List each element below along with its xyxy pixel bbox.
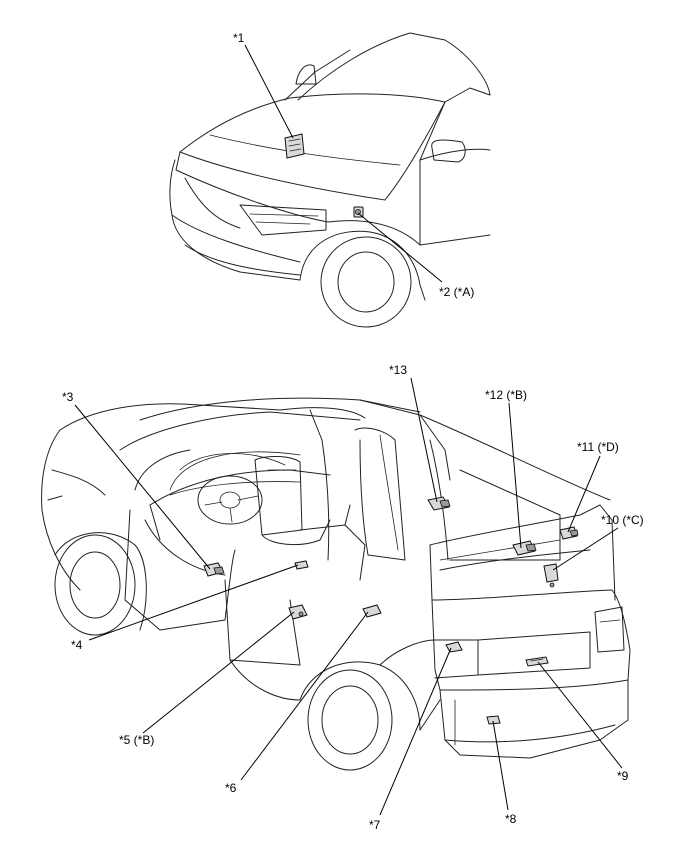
sensor-part-5 (288, 604, 308, 620)
leader-line-8 (492, 720, 509, 811)
sensor-part-4 (294, 560, 309, 570)
callout-11: *11 (*D) (577, 440, 619, 454)
callout-2: *2 (*A) (439, 285, 474, 299)
sensor-part-11 (559, 526, 579, 540)
callout-8: *8 (505, 812, 517, 826)
airbag-ecu-part (284, 133, 305, 159)
sensor-part-8 (486, 715, 501, 725)
leader-line-10 (552, 527, 619, 571)
callout-12: *12 (*B) (485, 388, 527, 402)
callout-4: *4 (71, 638, 83, 652)
leader-line-13 (410, 377, 438, 503)
leader-line-2 (357, 212, 443, 283)
sensor-part-12 (512, 540, 537, 556)
leader-line-9 (537, 661, 623, 769)
front-sensor-part (353, 206, 364, 218)
sensor-part-9 (525, 656, 549, 667)
leader-line-7 (379, 647, 452, 816)
leader-line-3 (74, 404, 211, 570)
leader-line-5 (142, 611, 295, 734)
callout-1: *1 (233, 31, 245, 45)
leader-line-12 (508, 402, 522, 549)
leader-line-6 (240, 611, 369, 781)
leader-line-4 (88, 564, 299, 641)
callout-7: *7 (369, 818, 381, 832)
interior-cutaway-view (41, 397, 631, 771)
front-vehicle-view (169, 32, 491, 328)
callout-3: *3 (62, 390, 74, 404)
sensor-part-3 (203, 562, 225, 577)
sensor-part-7 (445, 641, 463, 653)
sensor-part-10 (543, 563, 559, 588)
leader-line-11 (567, 455, 601, 533)
sensor-part-13 (427, 496, 451, 511)
callout-6: *6 (225, 781, 237, 795)
callout-13: *13 (389, 363, 407, 377)
leader-lines (74, 44, 623, 816)
callout-5: *5 (*B) (119, 733, 154, 747)
callout-9: *9 (617, 769, 629, 783)
callout-10: *10 (*C) (601, 513, 644, 527)
callout-labels: *1 *2 (*A) *3 *4 *5 (*B) *6 *7 *8 *9 *10… (62, 31, 644, 832)
leader-line-1 (244, 44, 294, 139)
